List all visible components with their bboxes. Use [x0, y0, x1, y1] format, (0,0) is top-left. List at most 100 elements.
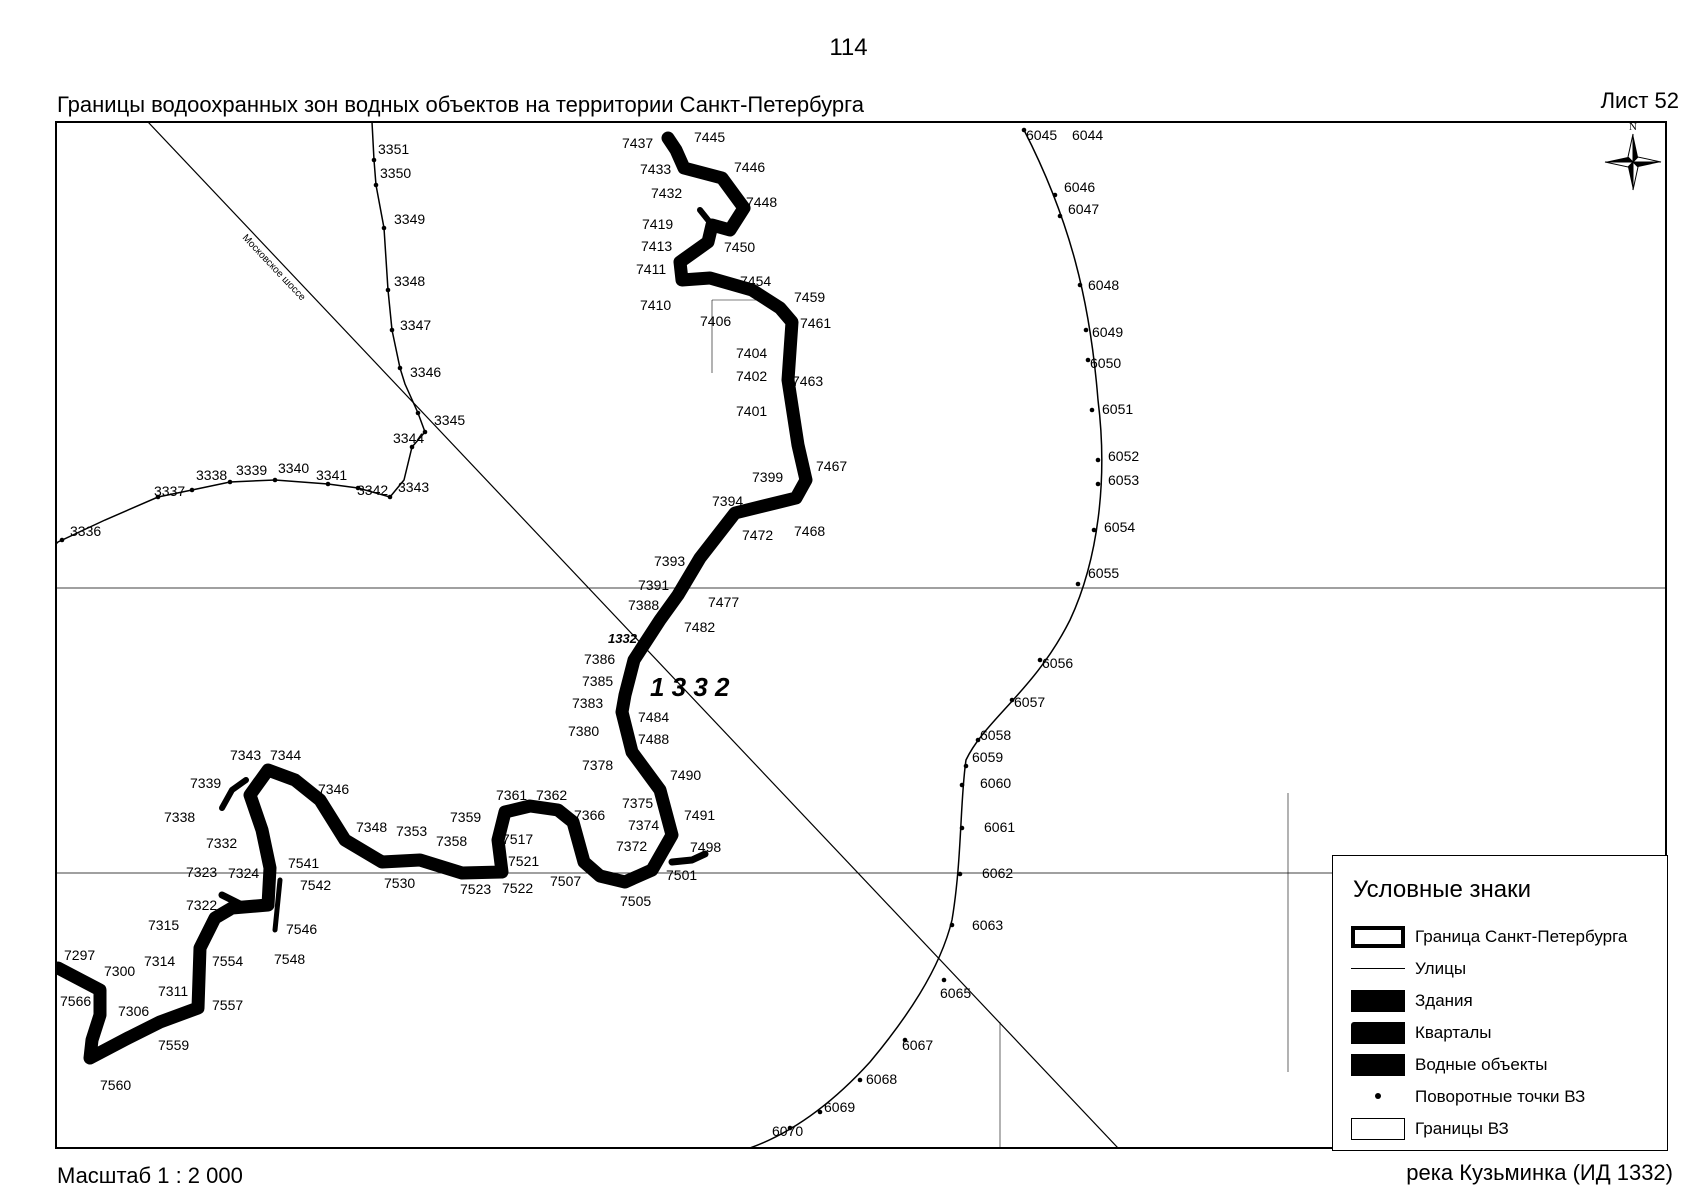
svg-text:6052: 6052: [1108, 448, 1139, 464]
svg-text:7404: 7404: [736, 345, 767, 361]
legend-title: Условные знаки: [1353, 876, 1532, 903]
svg-text:7353: 7353: [396, 823, 427, 839]
svg-text:7323: 7323: [186, 864, 217, 880]
svg-text:7557: 7557: [212, 997, 243, 1013]
svg-text:7383: 7383: [572, 695, 603, 711]
svg-text:7554: 7554: [212, 953, 243, 969]
svg-text:7391: 7391: [638, 577, 669, 593]
svg-text:3338: 3338: [196, 467, 227, 483]
svg-text:6046: 6046: [1064, 179, 1095, 195]
svg-text:7374: 7374: [628, 817, 659, 833]
svg-text:3347: 3347: [400, 317, 431, 333]
svg-text:7344: 7344: [270, 747, 301, 763]
svg-text:3349: 3349: [394, 211, 425, 227]
svg-text:7324: 7324: [228, 865, 259, 881]
river-point-labels: 7437 7445 7446 7433 7432 7448 7419 7413 …: [60, 129, 847, 1093]
svg-text:6050: 6050: [1090, 355, 1121, 371]
object-id-small: 1332: [608, 631, 638, 646]
legend-item-blocks: Кварталы: [1351, 1020, 1661, 1046]
map-frame: [55, 121, 1667, 1149]
zone-point-labels-left: 3351 3350 3349 3348 3347 3346 3345 3344 …: [70, 141, 465, 539]
street-line: [147, 122, 1119, 1148]
zone-boundary-left: [56, 122, 426, 545]
city-boundary-symbol: [1351, 926, 1405, 948]
svg-text:7361: 7361: [496, 787, 527, 803]
block-fill-symbol: [1351, 1022, 1405, 1044]
svg-text:6057: 6057: [1014, 694, 1045, 710]
svg-text:7472: 7472: [742, 527, 773, 543]
building-fill-symbol: [1351, 990, 1405, 1012]
svg-text:7413: 7413: [641, 238, 672, 254]
svg-text:7548: 7548: [274, 951, 305, 967]
svg-text:7523: 7523: [460, 881, 491, 897]
svg-text:7375: 7375: [622, 795, 653, 811]
svg-text:7385: 7385: [582, 673, 613, 689]
svg-text:6062: 6062: [982, 865, 1013, 881]
svg-text:7530: 7530: [384, 875, 415, 891]
north-arrow-icon: N: [1604, 121, 1662, 191]
svg-text:7339: 7339: [190, 775, 221, 791]
legend-label: Кварталы: [1415, 1023, 1492, 1042]
svg-text:6045: 6045: [1026, 127, 1057, 143]
svg-text:7437: 7437: [622, 135, 653, 151]
svg-text:6055: 6055: [1088, 565, 1119, 581]
svg-text:7315: 7315: [148, 917, 179, 933]
svg-text:7450: 7450: [724, 239, 755, 255]
svg-text:7362: 7362: [536, 787, 567, 803]
river-caption: река Кузьминка (ИД 1332): [1406, 1160, 1673, 1185]
water-fill-symbol: [1351, 1054, 1405, 1076]
svg-text:7463: 7463: [792, 373, 823, 389]
svg-text:7348: 7348: [356, 819, 387, 835]
legend-label: Граница Санкт-Петербурга: [1415, 927, 1628, 946]
svg-text:7482: 7482: [684, 619, 715, 635]
legend-item-streets: Улицы: [1351, 956, 1661, 982]
svg-text:7491: 7491: [684, 807, 715, 823]
svg-text:3345: 3345: [434, 412, 465, 428]
svg-text:6054: 6054: [1104, 519, 1135, 535]
svg-text:7366: 7366: [574, 807, 605, 823]
svg-text:3348: 3348: [394, 273, 425, 289]
svg-text:3344: 3344: [393, 430, 424, 446]
svg-text:7461: 7461: [800, 315, 831, 331]
svg-text:7311: 7311: [158, 983, 188, 999]
svg-text:6069: 6069: [824, 1099, 855, 1115]
svg-text:7484: 7484: [638, 709, 669, 725]
svg-text:7490: 7490: [670, 767, 701, 783]
page-number: 114: [829, 34, 868, 61]
legend-item-turn-points: Поворотные точки ВЗ: [1351, 1084, 1661, 1110]
svg-text:7541: 7541: [288, 855, 319, 871]
svg-text:7505: 7505: [620, 893, 651, 909]
legend-label: Поворотные точки ВЗ: [1415, 1087, 1586, 1106]
svg-text:3339: 3339: [236, 462, 267, 478]
svg-text:6065: 6065: [940, 985, 971, 1001]
svg-text:3351: 3351: [378, 141, 409, 157]
svg-text:7297: 7297: [64, 947, 95, 963]
svg-text:7300: 7300: [104, 963, 135, 979]
svg-text:7445: 7445: [694, 129, 725, 145]
svg-text:3337: 3337: [154, 483, 185, 499]
svg-text:3341: 3341: [316, 467, 347, 483]
legend-label: Водные объекты: [1415, 1055, 1548, 1074]
svg-text:7406: 7406: [700, 313, 731, 329]
svg-text:3342: 3342: [357, 482, 388, 498]
svg-text:6047: 6047: [1068, 201, 1099, 217]
svg-text:7559: 7559: [158, 1037, 189, 1053]
svg-text:6053: 6053: [1108, 472, 1139, 488]
river-kuzminka: [56, 131, 813, 1065]
svg-text:7322: 7322: [186, 897, 217, 913]
svg-text:7488: 7488: [638, 731, 669, 747]
scale-label: Масштаб 1 : 2 000: [57, 1163, 243, 1188]
svg-text:7410: 7410: [640, 297, 671, 313]
svg-text:7388: 7388: [628, 597, 659, 613]
zone-turn-points-left: [59, 157, 428, 543]
svg-text:7411: 7411: [636, 261, 666, 277]
svg-text:7380: 7380: [568, 723, 599, 739]
svg-text:7433: 7433: [640, 161, 671, 177]
svg-text:7448: 7448: [746, 194, 777, 210]
svg-text:3346: 3346: [410, 364, 441, 380]
svg-text:7446: 7446: [734, 159, 765, 175]
svg-text:7560: 7560: [100, 1077, 131, 1093]
svg-text:7522: 7522: [502, 880, 533, 896]
svg-text:7386: 7386: [584, 651, 615, 667]
